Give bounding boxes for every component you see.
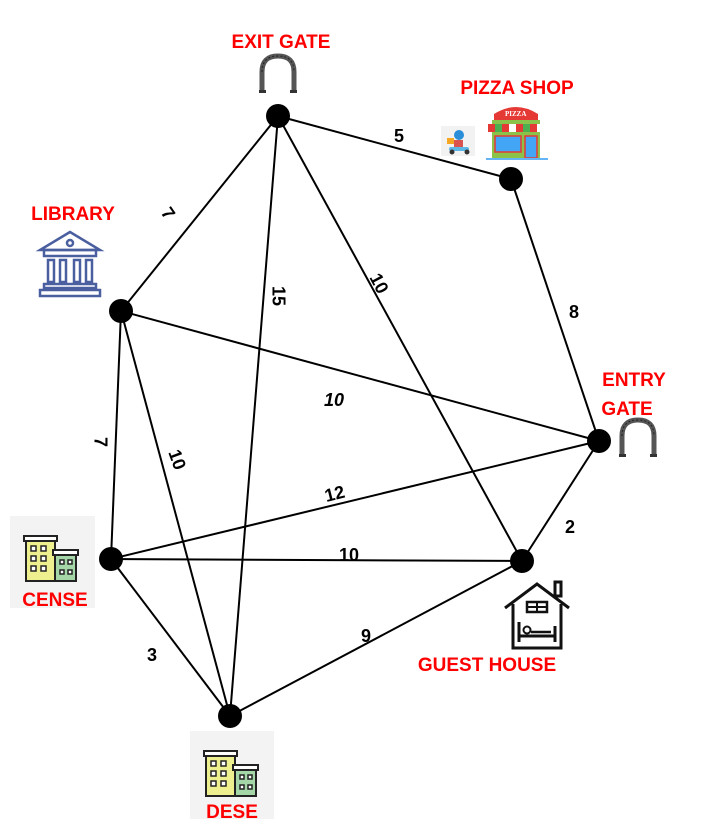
node-pizza-shop [499,167,523,191]
edge-entry-gate-cense [110,440,600,560]
edge-weight-label: 15 [268,286,288,306]
edge-weight-label: 10 [366,270,393,297]
node-label-entry-gate-line1: ENTRY [602,370,666,391]
edge-library-dese [120,310,231,717]
edge-weight-label: 10 [164,447,190,473]
edge-entry-gate-guest-house [521,440,600,562]
edge-labels-layer: 5 7 15 10 8 10 7 10 12 2 10 3 9 [90,126,579,665]
entry-gate-archway-icon [619,417,657,457]
edge-library-cense [110,310,122,560]
node-entry-gate [587,429,611,453]
nodes-layer [99,104,611,728]
edge-guest-house-dese [229,560,523,717]
delivery-scooter-icon [441,126,475,156]
node-cense [99,547,123,571]
edge-weight-label: 7 [157,203,179,223]
node-label-cense: CENSE [22,590,87,611]
node-label-library: LIBRARY [31,204,115,225]
edge-weight-label: 7 [90,437,110,447]
node-label-guest-house: GUEST HOUSE [418,655,556,676]
node-label-dese: DESE [206,802,258,823]
edge-weight-label: 10 [324,390,344,410]
node-label-entry-gate-line2: GATE [601,399,652,420]
exit-gate-archway-icon [259,53,297,93]
edge-weight-label: 3 [147,645,157,665]
edge-exit-gate-pizza-shop [277,115,512,180]
edge-cense-dese [110,558,231,717]
edge-exit-gate-dese [229,115,279,717]
edge-weight-label: 12 [323,482,347,506]
dese-building-icon [190,731,274,819]
edge-weight-label: 8 [569,302,579,322]
node-label-exit-gate: EXIT GATE [232,32,331,53]
edge-library-entry-gate [120,310,600,442]
node-exit-gate [266,104,290,128]
edge-weight-label: 5 [394,126,404,146]
library-icon [35,230,105,298]
node-label-pizza-shop: PIZZA SHOP [460,78,574,99]
node-library [109,299,133,323]
svg-text:PIZZA: PIZZA [505,110,526,118]
edge-weight-label: 9 [361,626,371,646]
guest-house-icon [504,580,570,650]
pizza-shop-icon: PIZZA [486,107,548,160]
cense-building-icon [10,516,95,608]
edges-layer [110,115,600,717]
edge-weight-label: 10 [339,545,359,565]
edge-exit-gate-guest-house [277,115,523,562]
edge-weight-label: 2 [565,517,575,537]
edge-pizza-shop-entry-gate [510,178,600,442]
node-guest-house [510,549,534,573]
edge-cense-guest-house [110,558,523,562]
node-dese [218,704,242,728]
edge-exit-gate-library [120,115,279,312]
